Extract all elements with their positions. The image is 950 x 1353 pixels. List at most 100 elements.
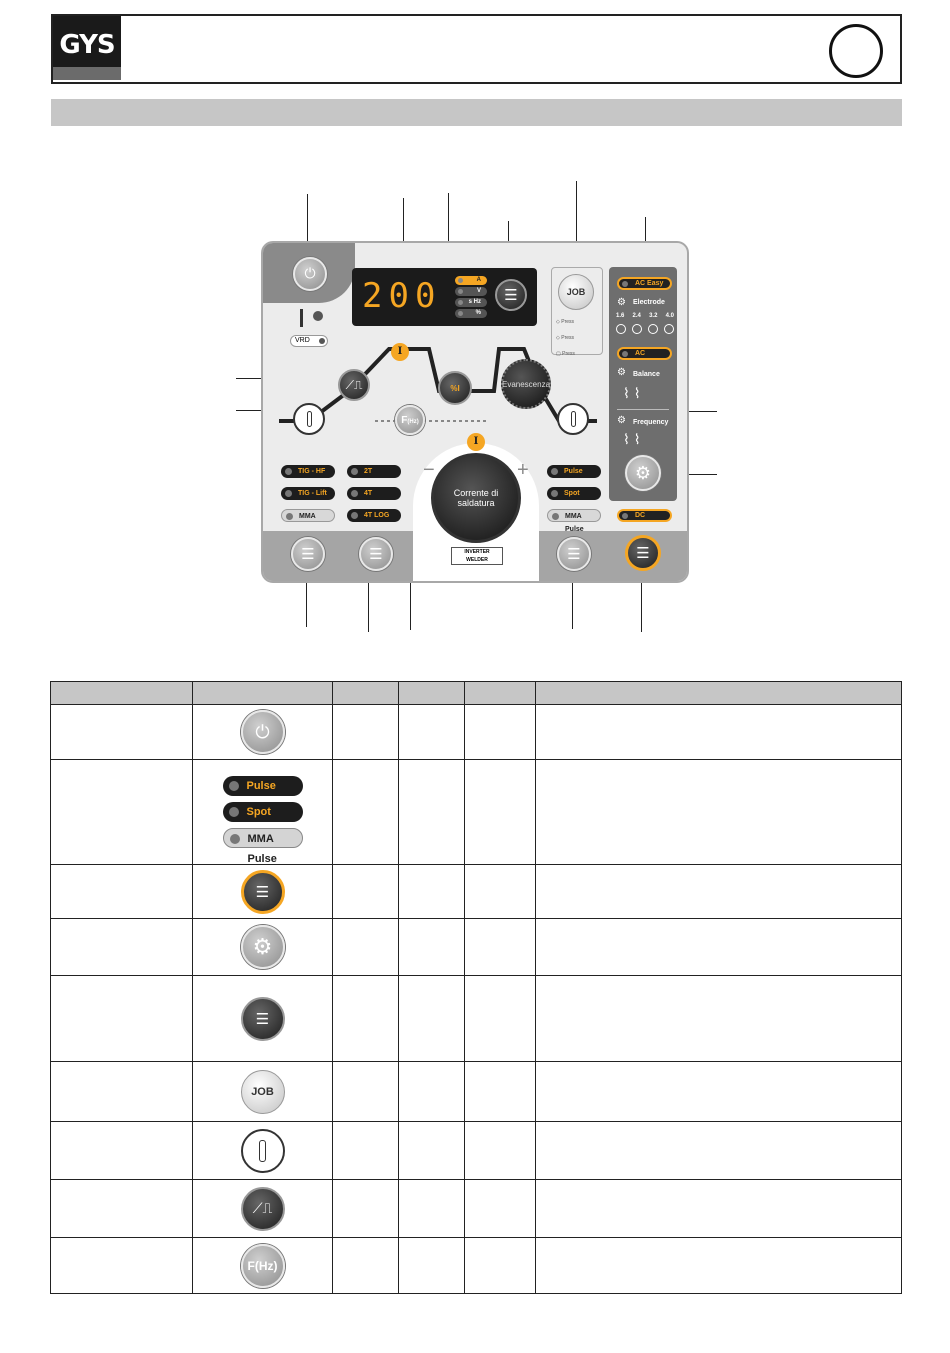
trigger-4t-log: 4T LOG — [347, 509, 401, 522]
slope-icon: ⟋⎍ — [252, 1200, 273, 1216]
settings-gear-button[interactable]: ⚙ — [625, 455, 661, 491]
leader-line — [307, 194, 308, 256]
thermal-led — [313, 311, 323, 321]
ac-dc-select-button[interactable]: ☰ — [625, 535, 661, 571]
job-label: JOB — [251, 1085, 274, 1098]
unit-ampere: A — [455, 276, 487, 285]
fhz-label: F(Hz) — [247, 1258, 278, 1273]
torch-icon — [570, 411, 576, 427]
percent-i-icon: %I — [450, 383, 460, 393]
gear-button-icon: ⚙ — [240, 925, 285, 969]
list-orange-button-icon: ☰ — [240, 869, 285, 914]
slope-button[interactable]: ⟋⎍ — [338, 369, 370, 401]
pulse-pill: Pulse — [222, 776, 303, 796]
pulse-mode-mma-pulse: MMA Pulse — [547, 509, 601, 533]
unit-volt: V — [455, 287, 487, 296]
thermometer-icon — [300, 309, 303, 327]
current-i-badge: I — [467, 433, 485, 451]
frequency-hz-button[interactable]: F(Hz) — [395, 405, 425, 435]
torch-icon — [306, 411, 312, 427]
electrode-leds — [616, 324, 674, 334]
ac-dc-panel: AC Easy Electrode ⚙ 1.6 2.4 3.2 4.0 AC ⚙… — [609, 267, 677, 501]
mode-tig-lift: TIG - Lift — [281, 487, 335, 500]
fhz-button-icon: F(Hz) — [240, 1243, 285, 1288]
power-button-icon: ⏻ — [240, 710, 285, 754]
unit-seconds-hz: s Hz — [455, 298, 487, 307]
trigger-2t: 2T — [347, 465, 401, 478]
section-title-bar — [51, 99, 902, 126]
knob-label-line1: Corrente di — [453, 488, 499, 498]
display-menu-button[interactable]: ☰ — [495, 279, 527, 311]
page-header — [51, 14, 902, 84]
divider — [617, 409, 669, 410]
frequency-gear-icon: ⚙ — [617, 415, 626, 426]
controls-table: ⏻ Pulse Spot MMA Pulse ☰ ⚙ ☰ — [50, 681, 902, 1294]
leader-line — [306, 563, 307, 627]
gys-logo: GYS — [53, 16, 121, 80]
table-row: ☰ — [50, 864, 902, 919]
list-dark-button-icon: ☰ — [240, 996, 285, 1041]
electrode-sizes: 1.6 2.4 3.2 4.0 — [616, 313, 674, 319]
control-panel: ⏻ VRD 200 A V s Hz % ☰ JOB ◇ Press ◇ Pre… — [261, 241, 689, 583]
list-icon: ☰ — [255, 882, 270, 901]
slope-icon: ⟋⎍ — [345, 377, 363, 392]
mode-mma: MMA — [281, 509, 335, 522]
table-row: ⚙ — [50, 918, 902, 976]
vrd-label: VRD — [295, 337, 310, 344]
table-row: ☰ — [50, 975, 902, 1062]
spot-pill: Spot — [222, 802, 303, 822]
slope-button-icon: ⟋⎍ — [240, 1186, 285, 1231]
leader-line — [572, 567, 573, 629]
job-button-icon: JOB — [240, 1069, 285, 1114]
evanescenza-label: Evanescenza — [501, 379, 551, 389]
ac-indicator: AC — [617, 347, 672, 360]
welding-current-knob[interactable]: Corrente di saldatura — [431, 453, 521, 543]
torch-post-gas-button[interactable] — [557, 403, 589, 435]
table-header-row — [50, 681, 902, 705]
pulse-mode-pulse: Pulse — [547, 465, 601, 478]
torch-pre-gas-button[interactable] — [293, 403, 325, 435]
dc-indicator: DC — [617, 509, 672, 522]
job-press-legend: ◇ Press ◇ Press ▢ Press — [556, 319, 575, 357]
list-icon: ☰ — [301, 545, 315, 563]
job-button[interactable]: JOB — [558, 274, 594, 310]
gear-icon: ⚙ — [634, 462, 652, 483]
current-i-badge: I — [391, 343, 409, 361]
ac-easy-indicator: AC Easy — [617, 277, 672, 290]
display-value: 200 — [362, 276, 442, 316]
torch-icon — [259, 1139, 266, 1162]
table-row: JOB — [50, 1061, 902, 1122]
list-icon: ☰ — [369, 545, 383, 563]
power-icon: ⏻ — [255, 721, 270, 742]
trigger-select-button[interactable]: ☰ — [359, 537, 393, 571]
leader-line — [641, 570, 642, 632]
power-button[interactable]: ⏻ — [293, 257, 327, 291]
job-box: JOB ◇ Press ◇ Press ▢ Press — [551, 267, 603, 357]
balance-waveform-icon: ⌇ ⌇ — [623, 385, 641, 401]
trigger-4t: 4T — [347, 487, 401, 500]
table-row — [50, 1121, 902, 1180]
pulse-select-button[interactable]: ☰ — [557, 537, 591, 571]
plus-sign: + — [517, 459, 529, 481]
gear-icon: ⚙ — [252, 934, 273, 959]
list-icon: ☰ — [504, 286, 518, 304]
power-icon: ⏻ — [304, 266, 316, 282]
evanescenza-knob[interactable]: Evanescenza — [501, 359, 551, 409]
digital-display: 200 A V s Hz % ☰ — [352, 268, 537, 326]
frequency-label: Frequency — [633, 419, 669, 426]
frequency-waveform-icon: ⌇ ⌇ — [623, 431, 641, 447]
list-icon: ☰ — [636, 544, 650, 562]
percent-current-button[interactable]: %I — [438, 371, 472, 405]
vrd-indicator: VRD — [290, 335, 328, 347]
torch-button-icon — [240, 1128, 285, 1173]
table-row: Pulse Spot MMA Pulse — [50, 759, 902, 865]
electrode-label: Electrode — [633, 299, 665, 306]
mma-pulse-pill: MMA Pulse — [222, 828, 303, 865]
process-select-button[interactable]: ☰ — [291, 537, 325, 571]
knob-label-line2: saldatura — [457, 498, 495, 508]
job-label: JOB — [566, 287, 586, 297]
list-icon: ☰ — [567, 545, 581, 563]
mode-tig-hf: TIG - HF — [281, 465, 335, 478]
logo-text: GYS — [59, 30, 115, 60]
minus-sign: − — [423, 459, 435, 481]
